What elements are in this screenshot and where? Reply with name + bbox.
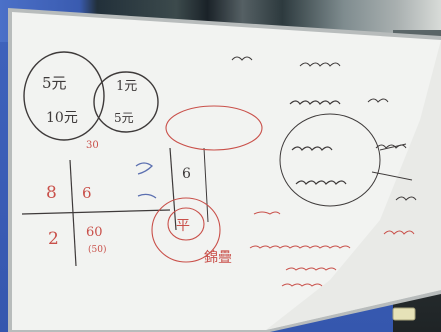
blue-scribble-2 xyxy=(137,193,157,199)
label-thirty: 30 xyxy=(86,140,99,151)
grid-line-vertical-3 xyxy=(203,147,209,223)
label-one-yuan: 1元 xyxy=(116,79,137,94)
red-scribble-row-3 xyxy=(281,283,323,287)
blue-scribble-1 xyxy=(135,162,153,175)
grid-line-vertical-2 xyxy=(169,147,177,231)
paren-50: (50) xyxy=(88,244,106,255)
black-scribble-3 xyxy=(295,180,347,185)
coin-circle-one xyxy=(93,71,159,133)
red-loop-center xyxy=(151,197,221,263)
label-ten-yuan: 10元 xyxy=(46,110,78,126)
digit-8: 8 xyxy=(46,183,57,203)
jiantou-text: 錦疊 xyxy=(204,249,232,266)
whiteboard-magnet xyxy=(392,307,416,321)
whiteboard-shadow xyxy=(266,40,441,330)
coin-circle-five xyxy=(23,51,105,141)
digit-6: 6 xyxy=(82,184,92,202)
digit-60: 60 xyxy=(86,225,103,240)
label-five-yuan-small: 5元 xyxy=(114,111,134,125)
black-scribble-1 xyxy=(289,100,341,105)
red-loop-center-inner xyxy=(167,207,205,241)
black-scribble-title xyxy=(231,56,341,67)
red-mark-right xyxy=(383,230,415,235)
red-loop-top xyxy=(165,105,263,151)
digit-2: 2 xyxy=(48,229,59,249)
label-five-yuan: 5元 xyxy=(42,74,67,92)
black-scribble-2 xyxy=(291,146,333,151)
digit-6b: 6 xyxy=(182,166,191,182)
mandarin-char: 平 xyxy=(176,218,190,234)
red-scribble-row-2 xyxy=(285,267,337,271)
black-loop-right xyxy=(279,113,381,207)
whiteboard-surface xyxy=(12,12,441,330)
red-scribble-row-1 xyxy=(249,245,351,249)
red-mark-middle xyxy=(253,211,281,215)
black-scribble-right-col xyxy=(367,98,417,201)
grid-line-vertical xyxy=(69,159,77,267)
grid-line-horizontal xyxy=(21,209,171,215)
